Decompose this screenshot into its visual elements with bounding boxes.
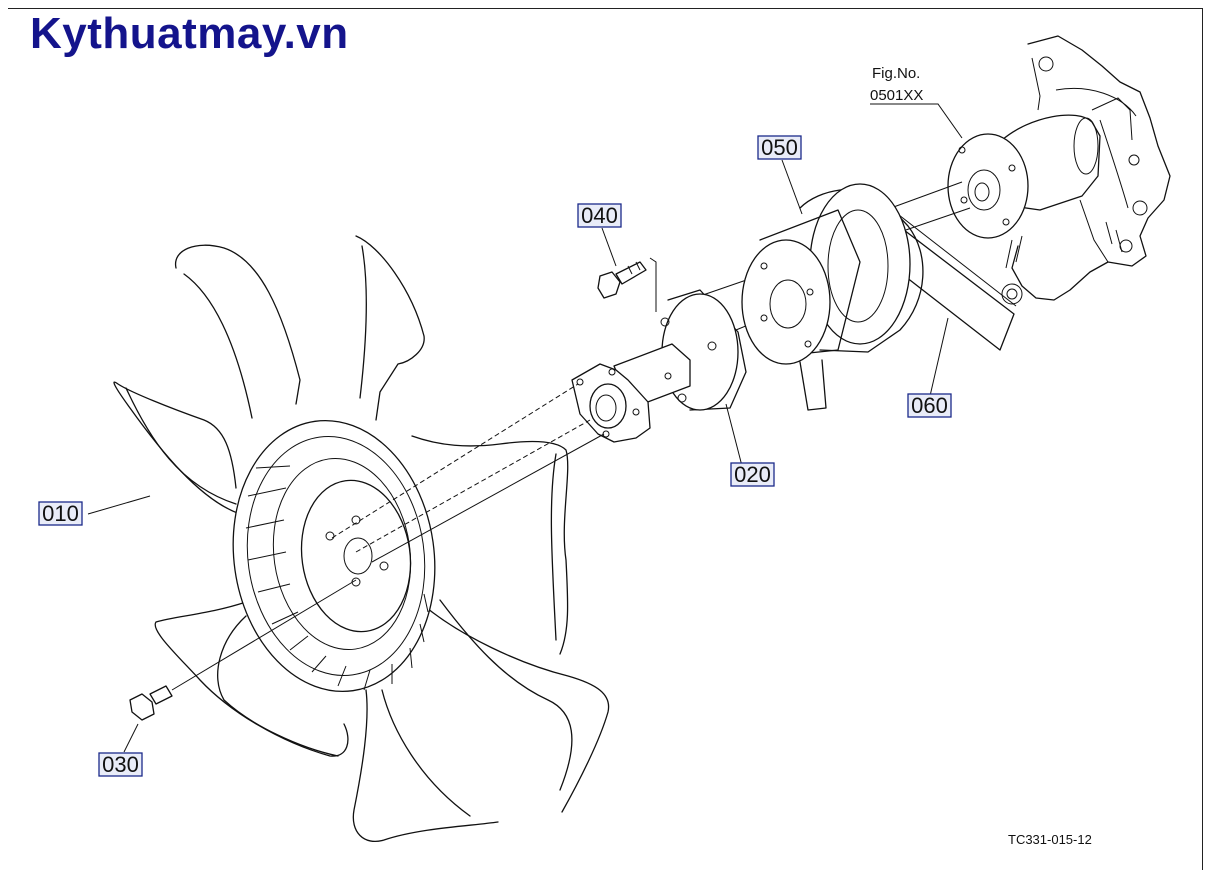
label-060[interactable]: 060 xyxy=(907,393,952,418)
leader-040 xyxy=(601,227,617,267)
leader-050 xyxy=(781,159,803,215)
alignment-line xyxy=(331,383,579,539)
axis-line xyxy=(899,207,971,233)
part-number: 050 xyxy=(761,135,798,160)
bolt-040 xyxy=(597,257,657,312)
alignment-line xyxy=(355,419,591,553)
figure-label: Fig.No. xyxy=(872,65,920,82)
part-number: 030 xyxy=(102,752,139,777)
label-050[interactable]: 050 xyxy=(757,135,802,160)
part-number: 040 xyxy=(581,203,618,228)
part-number: 060 xyxy=(911,393,948,418)
leader-010 xyxy=(87,495,151,515)
label-010[interactable]: 010 xyxy=(38,501,83,526)
label-020[interactable]: 020 xyxy=(730,462,775,487)
part-number: 020 xyxy=(734,462,771,487)
part-number: 010 xyxy=(42,501,79,526)
watermark-logo: Kythuatmay.vn xyxy=(30,9,349,58)
label-040[interactable]: 040 xyxy=(577,203,622,228)
bolt-030 xyxy=(129,579,357,721)
coupling-plate xyxy=(571,363,651,443)
leader-030 xyxy=(123,723,139,753)
drawing-frame xyxy=(8,8,1203,870)
leader-020 xyxy=(725,403,743,467)
cooling-fan xyxy=(113,235,610,842)
alignment-line xyxy=(371,433,605,563)
leader-fig xyxy=(870,103,963,139)
pulley xyxy=(741,183,924,365)
label-030[interactable]: 030 xyxy=(98,752,143,777)
figure-number[interactable]: 0501XX xyxy=(870,87,923,104)
drawing-code: TC331-015-12 xyxy=(1008,832,1092,847)
leader-060 xyxy=(929,317,949,397)
engine-housing xyxy=(947,35,1171,305)
